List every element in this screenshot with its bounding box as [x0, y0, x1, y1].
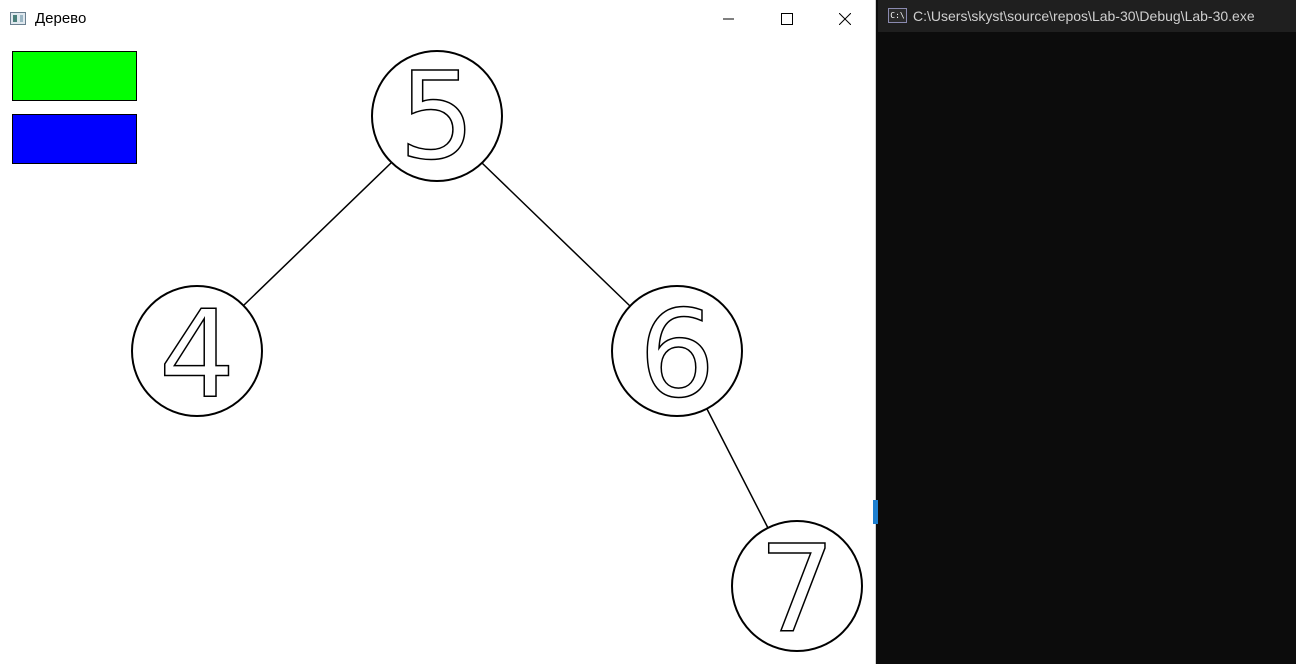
edge-6-7 [706, 408, 769, 529]
edge-5-4 [243, 162, 392, 306]
console-output[interactable] [878, 32, 1296, 664]
tree-node-7[interactable]: 7 [731, 520, 863, 661]
maximize-button[interactable] [758, 0, 816, 38]
node-circle [371, 50, 503, 182]
title-bar[interactable]: Дерево [0, 0, 875, 38]
console-title: C:\Users\skyst\source\repos\Lab-30\Debug… [913, 8, 1255, 24]
tree-node-5[interactable]: 5 [371, 47, 503, 188]
console-icon: C:\ [888, 8, 907, 23]
console-window: C:\ C:\Users\skyst\source\repos\Lab-30\D… [878, 0, 1296, 664]
green-swatch[interactable] [12, 51, 137, 101]
blue-swatch[interactable] [12, 114, 137, 164]
node-value: 6 [639, 286, 715, 425]
app-window-icon [10, 12, 26, 25]
node-circle [131, 285, 263, 417]
tree-node-6[interactable]: 6 [611, 285, 743, 426]
node-value: 7 [759, 521, 835, 660]
drawing-canvas: 5 4 6 7 [0, 38, 875, 664]
minimize-button[interactable] [700, 0, 758, 38]
background-window-edge [873, 500, 878, 524]
minimize-icon [723, 18, 734, 20]
node-circle [611, 285, 743, 417]
node-value: 5 [399, 48, 475, 187]
console-title-bar[interactable]: C:\ C:\Users\skyst\source\repos\Lab-30\D… [878, 0, 1296, 32]
tree-node-4[interactable]: 4 [131, 285, 263, 426]
close-icon [839, 13, 851, 25]
window-title: Дерево [35, 10, 87, 27]
tree-diagram: 5 4 6 7 [131, 47, 863, 661]
node-value: 4 [159, 286, 235, 425]
edge-5-6 [481, 162, 631, 307]
node-circle [731, 520, 863, 652]
close-button[interactable] [816, 0, 874, 38]
tree-window: Дерево 5 [0, 0, 876, 664]
maximize-icon [781, 13, 793, 25]
